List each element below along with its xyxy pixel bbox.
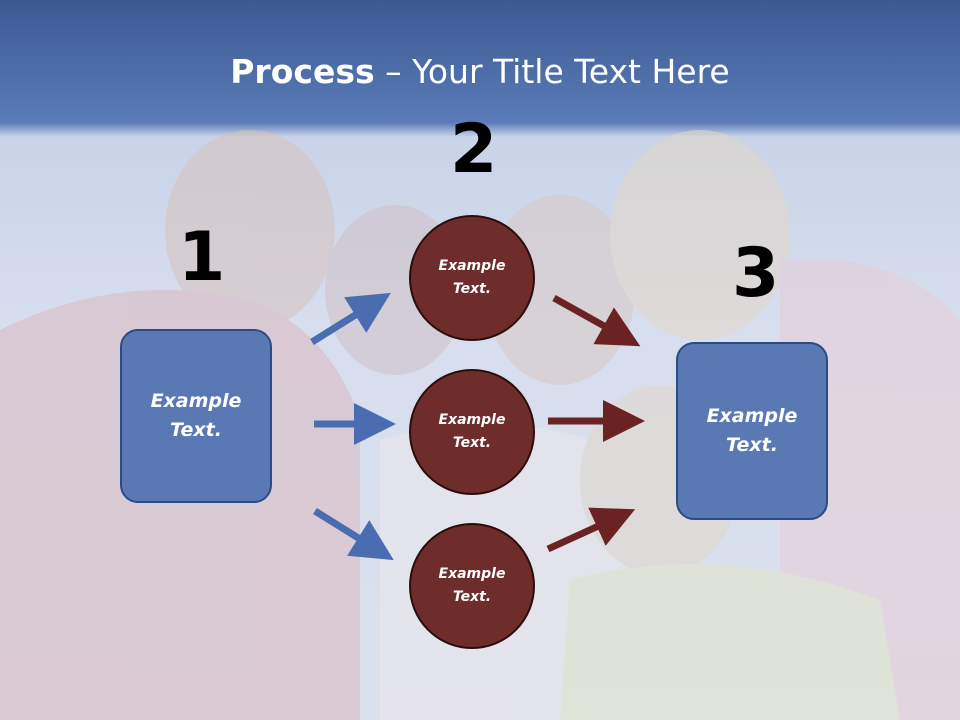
arrow-red-up xyxy=(546,507,636,553)
circle-3-line2: Text. xyxy=(452,589,492,605)
circle-2-line1: Example xyxy=(438,412,506,428)
step-number-2: 2 xyxy=(450,110,498,189)
start-box-line2: Text. xyxy=(170,419,222,441)
end-box-line1: Example xyxy=(706,405,798,427)
end-box-line2: Text. xyxy=(726,434,778,456)
start-box-line1: Example xyxy=(150,390,242,412)
step-number-1: 1 xyxy=(178,218,226,297)
slide-title: Process – Your Title Text Here xyxy=(0,52,960,91)
step-number-3: 3 xyxy=(732,234,780,313)
arrow-blue-up xyxy=(310,292,391,345)
arrow-blue-down xyxy=(313,508,394,561)
circle-3-line1: Example xyxy=(438,566,506,582)
title-bold: Process xyxy=(230,52,375,91)
title-rest: – Your Title Text Here xyxy=(374,52,730,91)
circle-2-line2: Text. xyxy=(452,435,492,451)
arrow-red-down xyxy=(552,294,641,347)
circle-1-line2: Text. xyxy=(452,281,492,297)
circle-1-line1: Example xyxy=(438,258,506,274)
